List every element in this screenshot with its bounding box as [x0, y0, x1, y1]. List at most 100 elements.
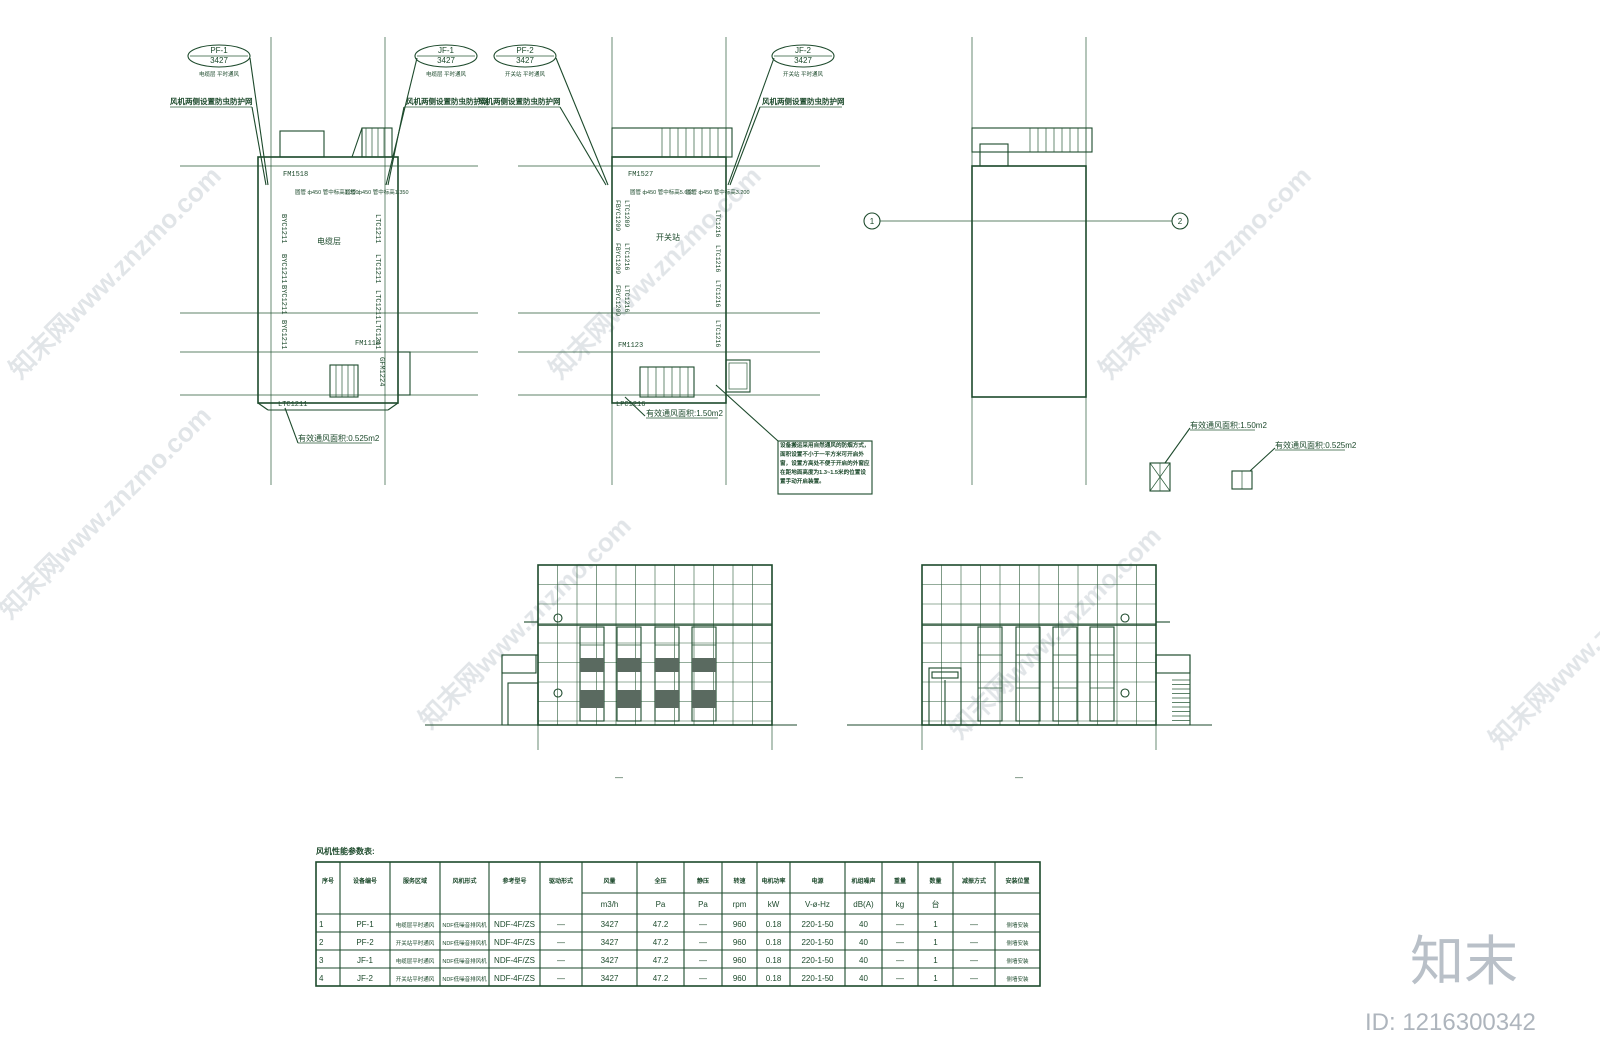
- table-cell: 47.2: [653, 920, 669, 929]
- window-label: LTC1211: [373, 254, 381, 283]
- window-band: [655, 690, 679, 708]
- window-label: LTC1216: [623, 243, 630, 270]
- legend-label: 有效通风面积:1.50m2: [1190, 420, 1267, 430]
- roof-rail: [971, 127, 1093, 153]
- plan-2: PF-2 3427 开关站 平时通风 JF-2 3427 开关站 平时通风 风机…: [478, 37, 873, 495]
- duct-label: 圆管 ф450 管中标高1.350: [295, 188, 359, 196]
- window-label: FBYC1209: [614, 200, 621, 231]
- duct-label: 圆管 ф450 管中标高3.200: [686, 188, 750, 196]
- table-cell: —: [557, 920, 565, 929]
- roof-outline: [971, 165, 1087, 398]
- table-cell: 960: [733, 974, 747, 983]
- table-cell: —: [699, 974, 707, 983]
- table-cell: NDF-4F/ZS: [494, 974, 535, 983]
- window: [1015, 626, 1041, 722]
- table-unit: rpm: [733, 900, 747, 909]
- table-unit: dB(A): [853, 900, 874, 909]
- watermark-text: 知末网www.znzmo.com: [1093, 160, 1317, 384]
- table-cell: 0.18: [766, 920, 782, 929]
- window-label: LTC1216: [714, 280, 721, 307]
- tag-flow: 3427: [516, 56, 534, 65]
- tag-bubble: [414, 44, 478, 68]
- window-band: [617, 690, 641, 708]
- table-cell: —: [699, 920, 707, 929]
- note-right: 风机两侧设置防虫防护网: [762, 96, 845, 106]
- window-label: BYC1211: [279, 285, 287, 314]
- window-label: LTC1216: [714, 210, 721, 237]
- callout-box: [777, 440, 873, 495]
- room-outline: [257, 156, 399, 404]
- elevation-label: —: [1015, 773, 1023, 782]
- table-cell: 开关站平时通风: [396, 939, 435, 947]
- table-header: 服务区域: [403, 877, 427, 885]
- door-label: GFM1224: [377, 357, 385, 386]
- table-header: 静压: [697, 877, 709, 885]
- window-label: BYC1211: [279, 214, 287, 243]
- plan-3: 1 2 有效通风面积:1.50m2 有效通风面积:0.525m2: [863, 37, 1357, 492]
- table-cell: 220-1-50: [801, 938, 834, 947]
- window-label: LTC1216: [714, 245, 721, 272]
- table-cell: 电缆层平时通风: [396, 921, 435, 929]
- table-unit: m3/h: [601, 900, 619, 909]
- table-cell: PF-1: [356, 920, 374, 929]
- window-label: BYC1211: [279, 320, 287, 349]
- note-left: 风机两侧设置防虫防护网: [170, 96, 253, 106]
- table-cell: —: [896, 938, 904, 947]
- window-band: [692, 658, 716, 672]
- table-cell: 侧墙安装: [1006, 939, 1029, 947]
- tag-desc: 电缆层 平时通风: [426, 70, 467, 78]
- table-cell: 960: [733, 920, 747, 929]
- window-label: LTC1216: [623, 285, 630, 312]
- table-cell: 40: [859, 956, 868, 965]
- table-cell: 3427: [601, 974, 619, 983]
- table-cell: 3: [319, 956, 324, 965]
- table-cell: 侧墙安装: [1006, 957, 1029, 965]
- table-cell: 1: [933, 956, 938, 965]
- table-title: 风机性能参数表:: [316, 846, 375, 856]
- table-cell: 3427: [601, 920, 619, 929]
- table-cell: 220-1-50: [801, 956, 834, 965]
- table-cell: —: [699, 938, 707, 947]
- table-header: 全压: [653, 877, 666, 885]
- table-cell: NDF低噪音排风机: [442, 957, 487, 965]
- tag-bubble: [187, 44, 251, 68]
- table-cell: NDF-4F/ZS: [494, 920, 535, 929]
- hatch: [979, 143, 1009, 167]
- door-gfm: [397, 351, 411, 396]
- table-cell: 3427: [601, 938, 619, 947]
- window-band: [580, 658, 604, 672]
- fan-table: 风机性能参数表: 序号设备编号服务区域风机形式参考型号驱动形式风量全压静压转速电…: [315, 846, 1041, 987]
- table-header: 参考型号: [501, 877, 526, 885]
- table-header: 风量: [603, 877, 615, 885]
- table-header: 转速: [733, 877, 745, 885]
- table-cell: 2: [319, 938, 324, 947]
- window-label: LPC1216: [616, 401, 645, 409]
- table-cell: PF-2: [356, 938, 374, 947]
- window-label: LTC1209: [623, 200, 630, 227]
- window-label: LTC1216: [714, 320, 721, 347]
- table-header: 机组噪声: [851, 877, 875, 885]
- plan-1: PF-1 3427 电缆层 平时通风 JF-1 3427 电缆层 平时通风 风机…: [170, 37, 489, 485]
- table-cell: NDF-4F/ZS: [494, 956, 535, 965]
- table-header: 数量: [929, 877, 941, 885]
- elevation-right: —: [847, 564, 1212, 782]
- table-cell: 40: [859, 938, 868, 947]
- table-cell: 0.18: [766, 956, 782, 965]
- window-label: LTC1211: [373, 290, 381, 319]
- table-cell: —: [896, 974, 904, 983]
- table-cell: 开关站平时通风: [396, 975, 435, 983]
- elevation-left: —: [425, 564, 797, 782]
- window: [1089, 626, 1115, 722]
- table-cell: —: [970, 956, 978, 965]
- table-header: 驱动形式: [549, 877, 573, 885]
- watermark-text: 知末网www.znzmo.com: [1483, 530, 1600, 754]
- table-cell: 侧墙安装: [1006, 921, 1029, 929]
- table-cell: —: [557, 974, 565, 983]
- window: [1052, 626, 1078, 722]
- tag-code: JF-1: [438, 46, 455, 55]
- tag-code: PF-1: [210, 46, 228, 55]
- table-unit: kW: [768, 900, 780, 909]
- table-cell: —: [896, 920, 904, 929]
- table-cell: 220-1-50: [801, 974, 834, 983]
- window-band: [580, 690, 604, 708]
